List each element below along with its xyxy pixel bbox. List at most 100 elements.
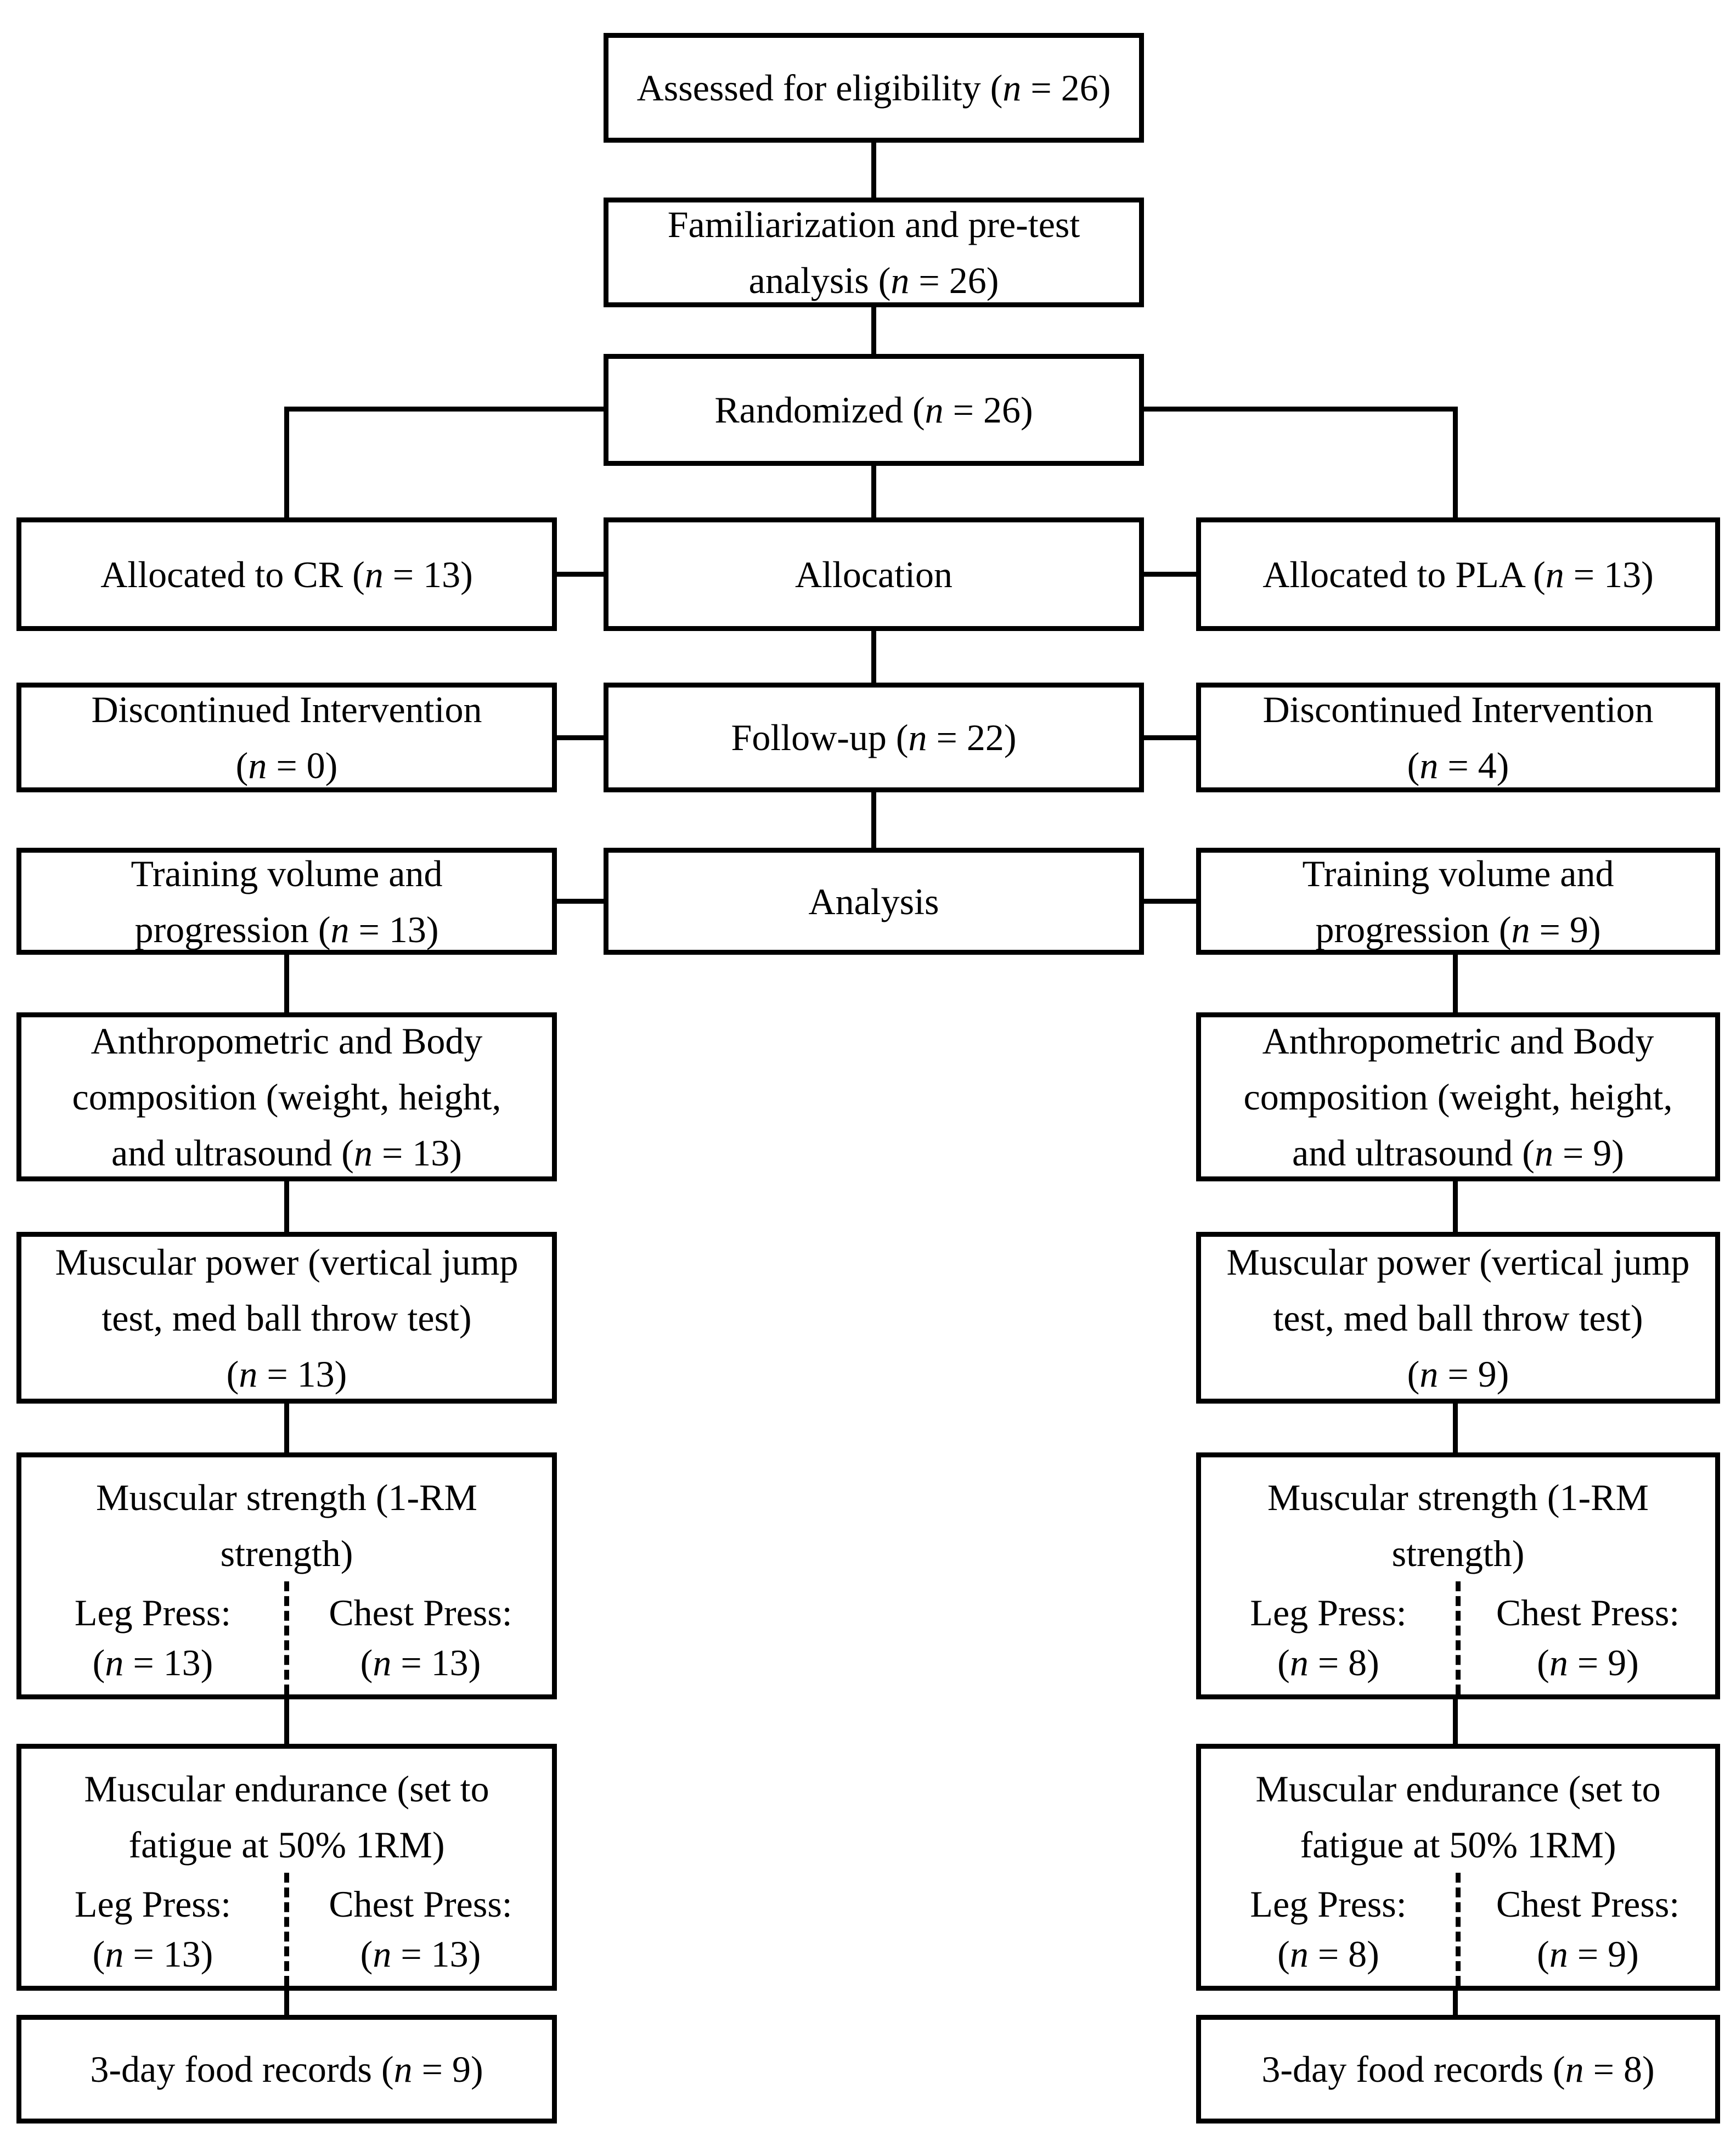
box-text: Muscular strength (1-RM — [95, 1477, 477, 1518]
box-text: Assessed for eligibility (n = 26) — [636, 67, 1111, 109]
box-text: strength) — [220, 1533, 353, 1574]
leg-press-count: (n = 8) — [1277, 1933, 1379, 1975]
connector-analysis-to-training-pla — [1144, 899, 1196, 904]
connector-randomized-right-horizontal — [1144, 407, 1458, 412]
box-text: test, med ball throw test) — [102, 1297, 472, 1339]
connector-followup-to-analysis — [871, 792, 876, 848]
connector-randomized-to-allocation — [871, 466, 876, 517]
box-text: composition (weight, height, — [72, 1076, 501, 1118]
box-text: Discontinued Intervention — [91, 689, 482, 730]
box-randomized: Randomized (n = 26) — [604, 354, 1144, 466]
italic-n: n — [105, 1933, 124, 1975]
italic-n: n — [1289, 1933, 1309, 1975]
box-text: composition (weight, height, — [1243, 1076, 1673, 1118]
box-assessed-eligibility: Assessed for eligibility (n = 26) — [604, 33, 1144, 143]
italic-n: n — [393, 2048, 413, 2090]
chest-press-count: (n = 9) — [1537, 1642, 1639, 1684]
italic-n: n — [1534, 1132, 1553, 1174]
box-muscular-strength-pla: Muscular strength (1-RM strength) Leg Pr… — [1196, 1452, 1720, 1699]
box-text: Familiarization and pre-test — [667, 204, 1080, 245]
box-text: Training volume and — [131, 852, 443, 894]
leg-press-label: Leg Press: — [1250, 1592, 1407, 1634]
italic-n: n — [1002, 67, 1022, 109]
italic-n: n — [330, 908, 350, 950]
connector-training-to-anthropometric-cr — [284, 955, 289, 1012]
box-followup-label: Follow-up (n = 22) — [604, 683, 1144, 792]
box-text: Anthropometric and Body — [91, 1020, 483, 1062]
connector-allocation-to-followup — [871, 631, 876, 683]
box-anthropometric-cr: Anthropometric and Body composition (wei… — [16, 1012, 557, 1181]
box-text: Muscular strength (1-RM — [1267, 1477, 1649, 1518]
italic-n: n — [890, 260, 910, 301]
connector-allocation-to-allocated-pla — [1144, 572, 1196, 577]
box-anthropometric-pla: Anthropometric and Body composition (wei… — [1196, 1012, 1720, 1181]
box-text: Randomized (n = 26) — [714, 389, 1033, 431]
split-row: Leg Press: (n = 13) Chest Press: (n = 13… — [21, 1873, 552, 1986]
box-text: fatigue at 50% 1RM) — [128, 1824, 445, 1866]
italic-n: n — [1549, 1933, 1568, 1975]
connector-training-to-anthropometric-pla — [1453, 955, 1458, 1012]
italic-n: n — [248, 745, 267, 786]
leg-press-cell: Leg Press: (n = 13) — [21, 1873, 284, 1986]
connector-endurance-to-food-cr — [284, 1991, 289, 2015]
leg-press-label: Leg Press: — [74, 1592, 232, 1634]
box-text: (n = 0) — [235, 745, 338, 786]
chest-press-cell: Chest Press: (n = 9) — [1456, 1873, 1715, 1986]
chest-press-label: Chest Press: — [329, 1592, 512, 1634]
connector-discontinued-cr-to-followup — [557, 735, 604, 740]
connector-allocated-cr-to-allocation — [557, 572, 604, 577]
italic-n: n — [1549, 1642, 1568, 1684]
leg-press-label: Leg Press: — [1250, 1883, 1407, 1925]
box-text: 3-day food records (n = 9) — [90, 2048, 483, 2090]
box-training-volume-cr: Training volume and progression (n = 13) — [16, 848, 557, 955]
box-text: Muscular endurance (set to — [84, 1768, 489, 1810]
chest-press-label: Chest Press: — [329, 1883, 512, 1925]
box-allocated-pla: Allocated to PLA (n = 13) — [1196, 517, 1720, 631]
box-text: progression (n = 13) — [134, 908, 439, 950]
leg-press-label: Leg Press: — [74, 1883, 232, 1925]
box-text: and ultrasound (n = 13) — [111, 1132, 462, 1174]
box-food-records-cr: 3-day food records (n = 9) — [16, 2015, 557, 2124]
connector-anthropometric-to-power-pla — [1453, 1181, 1458, 1232]
box-analysis-label: Analysis — [604, 848, 1144, 955]
box-food-records-pla: 3-day food records (n = 8) — [1196, 2015, 1720, 2124]
italic-n: n — [364, 553, 384, 595]
leg-press-cell: Leg Press: (n = 8) — [1201, 1873, 1456, 1986]
box-discontinued-cr: Discontinued Intervention (n = 0) — [16, 683, 557, 792]
chest-press-cell: Chest Press: (n = 9) — [1456, 1581, 1715, 1694]
italic-n: n — [1419, 745, 1439, 786]
box-text: (n = 9) — [1407, 1353, 1509, 1395]
box-text: Training volume and — [1302, 852, 1614, 894]
leg-press-count: (n = 8) — [1277, 1642, 1379, 1684]
leg-press-cell: Leg Press: (n = 13) — [21, 1581, 284, 1694]
connector-strength-to-endurance-pla — [1453, 1699, 1458, 1744]
connector-randomized-left-vertical — [284, 407, 289, 517]
italic-n: n — [908, 717, 927, 758]
italic-n: n — [1545, 553, 1564, 595]
box-muscular-power-pla: Muscular power (vertical jump test, med … — [1196, 1232, 1720, 1404]
connector-endurance-to-food-pla — [1453, 1991, 1458, 2015]
chest-press-count: (n = 13) — [360, 1642, 481, 1684]
connector-training-cr-to-analysis — [557, 899, 604, 904]
connector-power-to-strength-pla — [1453, 1404, 1458, 1452]
connector-randomized-left-horizontal — [284, 407, 604, 412]
box-text: Analysis — [808, 880, 939, 922]
box-text: Muscular power (vertical jump — [1226, 1241, 1690, 1283]
connector-power-to-strength-cr — [284, 1404, 289, 1452]
box-discontinued-pla: Discontinued Intervention (n = 4) — [1196, 683, 1720, 792]
connector-followup-to-discontinued-pla — [1144, 735, 1196, 740]
split-row: Leg Press: (n = 8) Chest Press: (n = 9) — [1201, 1873, 1715, 1986]
box-text: Muscular power (vertical jump — [55, 1241, 518, 1283]
box-text: and ultrasound (n = 9) — [1292, 1132, 1624, 1174]
box-text: Discontinued Intervention — [1262, 689, 1654, 730]
italic-n: n — [373, 1642, 392, 1684]
box-text: Allocated to CR (n = 13) — [100, 553, 473, 595]
italic-n: n — [1289, 1642, 1309, 1684]
italic-n: n — [105, 1642, 124, 1684]
italic-n: n — [239, 1353, 258, 1395]
italic-n: n — [1419, 1353, 1439, 1395]
box-familiarization-pretest: Familiarization and pre-test analysis (n… — [604, 198, 1144, 307]
chest-press-label: Chest Press: — [1496, 1592, 1680, 1634]
chest-press-label: Chest Press: — [1496, 1883, 1680, 1925]
